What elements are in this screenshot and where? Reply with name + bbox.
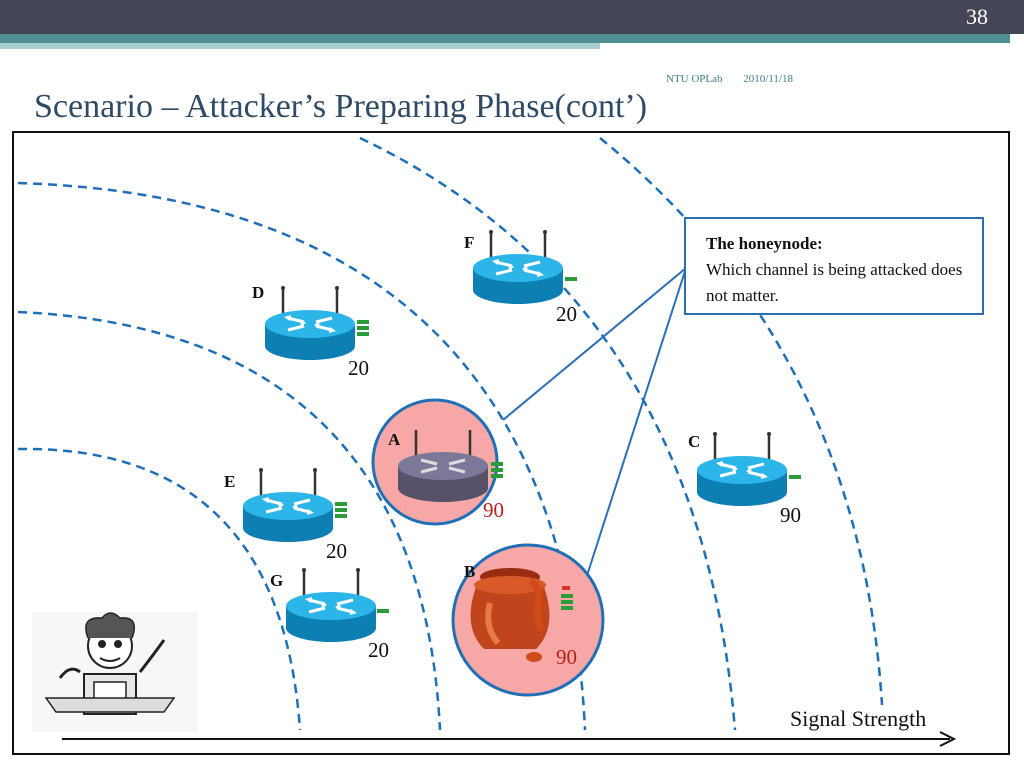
node-label-e: E — [224, 472, 236, 491]
diagram-frame — [12, 131, 1010, 755]
arrow-right-icon — [62, 731, 957, 747]
honey-pot-icon — [470, 568, 550, 662]
axis-label: Signal Strength — [790, 706, 927, 731]
accent-stripe-light — [0, 43, 600, 49]
slide-meta: NTU OPLab 2010/11/18 — [666, 73, 811, 85]
node-value-a: 90 — [483, 498, 504, 522]
router-icon — [263, 284, 357, 362]
meta-date: 2010/11/18 — [743, 73, 793, 85]
callout-connectors — [502, 267, 687, 589]
router-icon — [471, 228, 565, 306]
node-label-g: G — [270, 571, 284, 590]
router-icon — [695, 430, 789, 508]
node-label-c: C — [688, 432, 701, 451]
node-value-g: 20 — [368, 638, 389, 662]
accent-stripe — [0, 34, 1010, 43]
node-value-c: 90 — [780, 503, 801, 527]
node-value-b: 90 — [556, 645, 577, 669]
attacker-icon — [32, 612, 198, 732]
router-icon — [241, 466, 335, 544]
node-label-d: D — [252, 283, 265, 302]
signal-bars — [335, 277, 801, 613]
top-bar — [0, 0, 1024, 34]
node-label-b: B — [464, 562, 476, 581]
meta-org: NTU OPLab — [666, 73, 723, 85]
node-label-f: F — [464, 233, 475, 252]
node-value-d: 20 — [348, 356, 369, 380]
callout-heading: The honeynode: — [706, 234, 823, 253]
slide-title: Scenario – Attacker’s Preparing Phase(co… — [34, 88, 648, 125]
slide-number: 38 — [966, 4, 988, 29]
router-icon — [284, 566, 378, 644]
node-value-e: 20 — [326, 539, 347, 563]
node-label-a: A — [388, 430, 401, 449]
honeynode-callout: The honeynode: Which channel is being at… — [684, 217, 984, 315]
callout-body: Which channel is being attacked does not… — [706, 260, 963, 305]
node-value-f: 20 — [556, 302, 577, 326]
router-icon — [398, 430, 488, 502]
